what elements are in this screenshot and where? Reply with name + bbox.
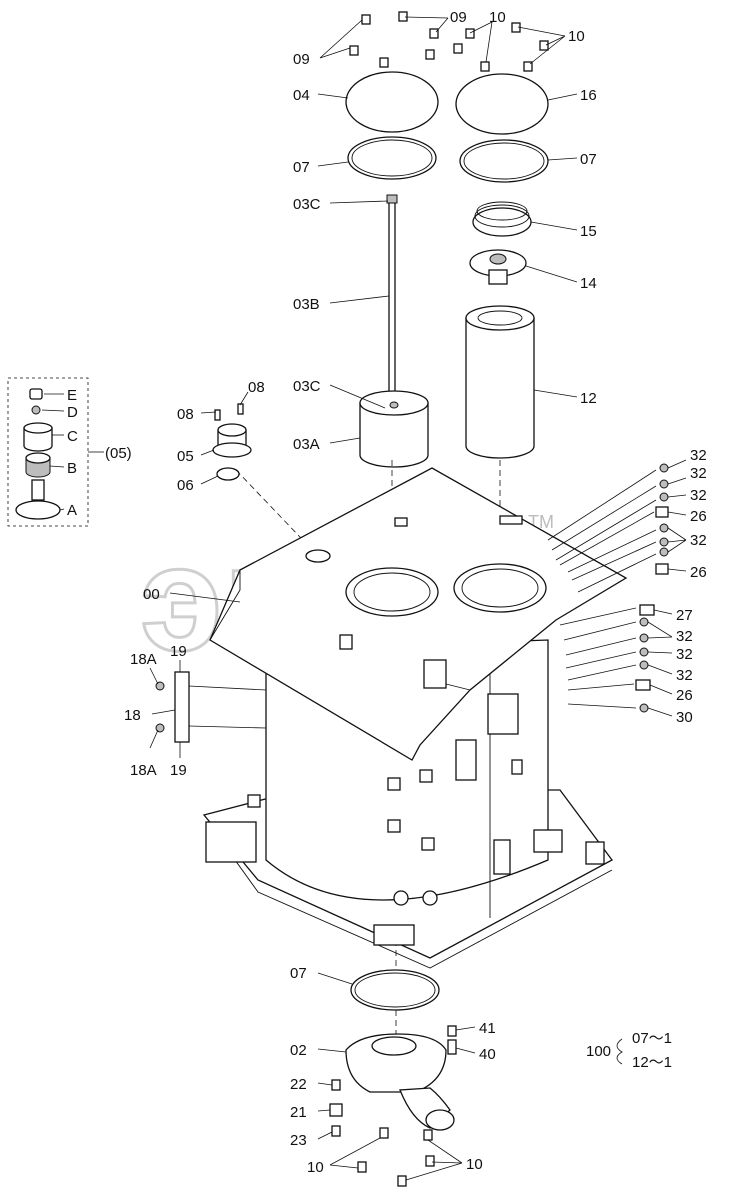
label-32: 32 [690,532,707,549]
filter-element-12 [465,305,535,459]
label-15: 15 [580,223,597,240]
label-32: 32 [676,628,693,645]
label-100-line1: 07～1 [632,1030,672,1047]
cover-plate-16 [455,73,549,135]
label-10: 10 [307,1159,324,1176]
label-10: 10 [568,28,585,45]
label-b: B [67,460,77,477]
label-32: 32 [690,487,707,504]
label-03a: 03A [293,436,320,453]
label-18a: 18A [130,762,157,779]
label-04: 04 [293,87,310,104]
outlet-02 [329,1025,457,1187]
label-23: 23 [290,1132,307,1149]
top-bolts [349,11,549,72]
label-10: 10 [489,9,506,26]
label-19: 19 [170,762,187,779]
label-21: 21 [290,1104,307,1121]
sensor-assembly-05 [212,403,252,481]
label-14: 14 [580,275,597,292]
rod-03b [386,194,398,408]
label-09: 09 [293,51,310,68]
label-26: 26 [690,508,707,525]
label-08: 08 [248,379,265,396]
gasket-07-left [347,136,437,180]
cover-plate-04 [345,71,439,133]
label-12: 12 [580,390,597,407]
label-10: 10 [466,1156,483,1173]
label-07: 07 [290,965,307,982]
label-32: 32 [676,646,693,663]
label-18: 18 [124,707,141,724]
cap-14 [469,249,527,285]
cylinder-03a [359,390,429,468]
label-02: 02 [290,1042,307,1059]
label-26: 26 [676,687,693,704]
label-100-line2: 12～1 [632,1054,672,1071]
side-bracket-18 [155,671,267,743]
label-05: 05 [177,448,194,465]
air-cleaner-housing-00 [202,467,628,969]
label-32: 32 [690,465,707,482]
label-08: 08 [177,406,194,423]
label-d: D [67,404,78,421]
label-03b: 03B [293,296,320,313]
gasket-07-bottom [350,969,440,1011]
label-27: 27 [676,607,693,624]
label-32: 32 [676,667,693,684]
label-32: 32 [690,447,707,464]
label-41: 41 [479,1020,496,1037]
label-05-group: (05) [105,445,132,462]
clamp-ring-15 [472,201,532,237]
label-a: A [67,502,77,519]
label-22: 22 [290,1076,307,1093]
detail-box-05 [7,377,104,527]
label-06: 06 [177,477,194,494]
leader-lines [41,16,687,1181]
label-e: E [67,387,77,404]
label-100: 100 [586,1043,611,1060]
label-30: 30 [676,709,693,726]
label-16: 16 [580,87,597,104]
label-26: 26 [690,564,707,581]
gasket-07-right [459,139,549,183]
label-03c: 03C [293,378,321,395]
label-07: 07 [293,159,310,176]
label-00: 00 [143,586,160,603]
label-03c: 03C [293,196,321,213]
label-18a: 18A [130,651,157,668]
label-09: 09 [450,9,467,26]
label-19: 19 [170,643,187,660]
label-40: 40 [479,1046,496,1063]
part-labels: 09 09 10 10 04 16 07 07 03C 15 14 03B 12… [67,9,707,1176]
label-07: 07 [580,151,597,168]
label-c: C [67,428,78,445]
